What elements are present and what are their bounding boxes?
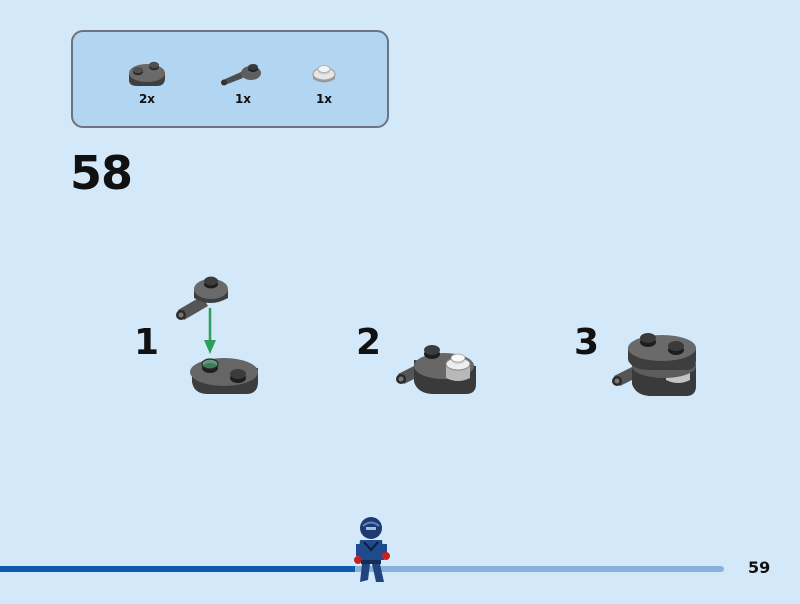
- substep-label-3: 3: [574, 322, 600, 363]
- progress-bar-fill: [0, 566, 355, 572]
- minifigure-progress-marker-icon: [354, 517, 390, 582]
- substep-1-assembly: [176, 276, 258, 394]
- plate-with-bar-arm-icon: [221, 64, 261, 86]
- substep-label-1: 1: [134, 322, 160, 363]
- part-item-plate-with-arm: 1x: [219, 58, 267, 106]
- step-number: 58: [70, 146, 133, 200]
- part-item-round-plate: 1x: [309, 62, 339, 106]
- plate-1x2-rounded-icon: [129, 61, 165, 86]
- part-quantity: 2x: [138, 92, 156, 106]
- arrow-head-icon: [204, 340, 216, 354]
- part-item-plate-1x2: 2x: [125, 56, 169, 106]
- substep-3-assembly: [612, 333, 696, 396]
- substep-2-assembly: [396, 345, 476, 394]
- part-quantity: 1x: [315, 92, 333, 106]
- substep-label-2: 2: [356, 322, 382, 363]
- parts-list-callout: 2x 1x 1x: [71, 30, 389, 128]
- part-quantity: 1x: [234, 92, 252, 106]
- round-plate-1x1-icon: [312, 65, 336, 83]
- page-number: 59: [748, 558, 771, 577]
